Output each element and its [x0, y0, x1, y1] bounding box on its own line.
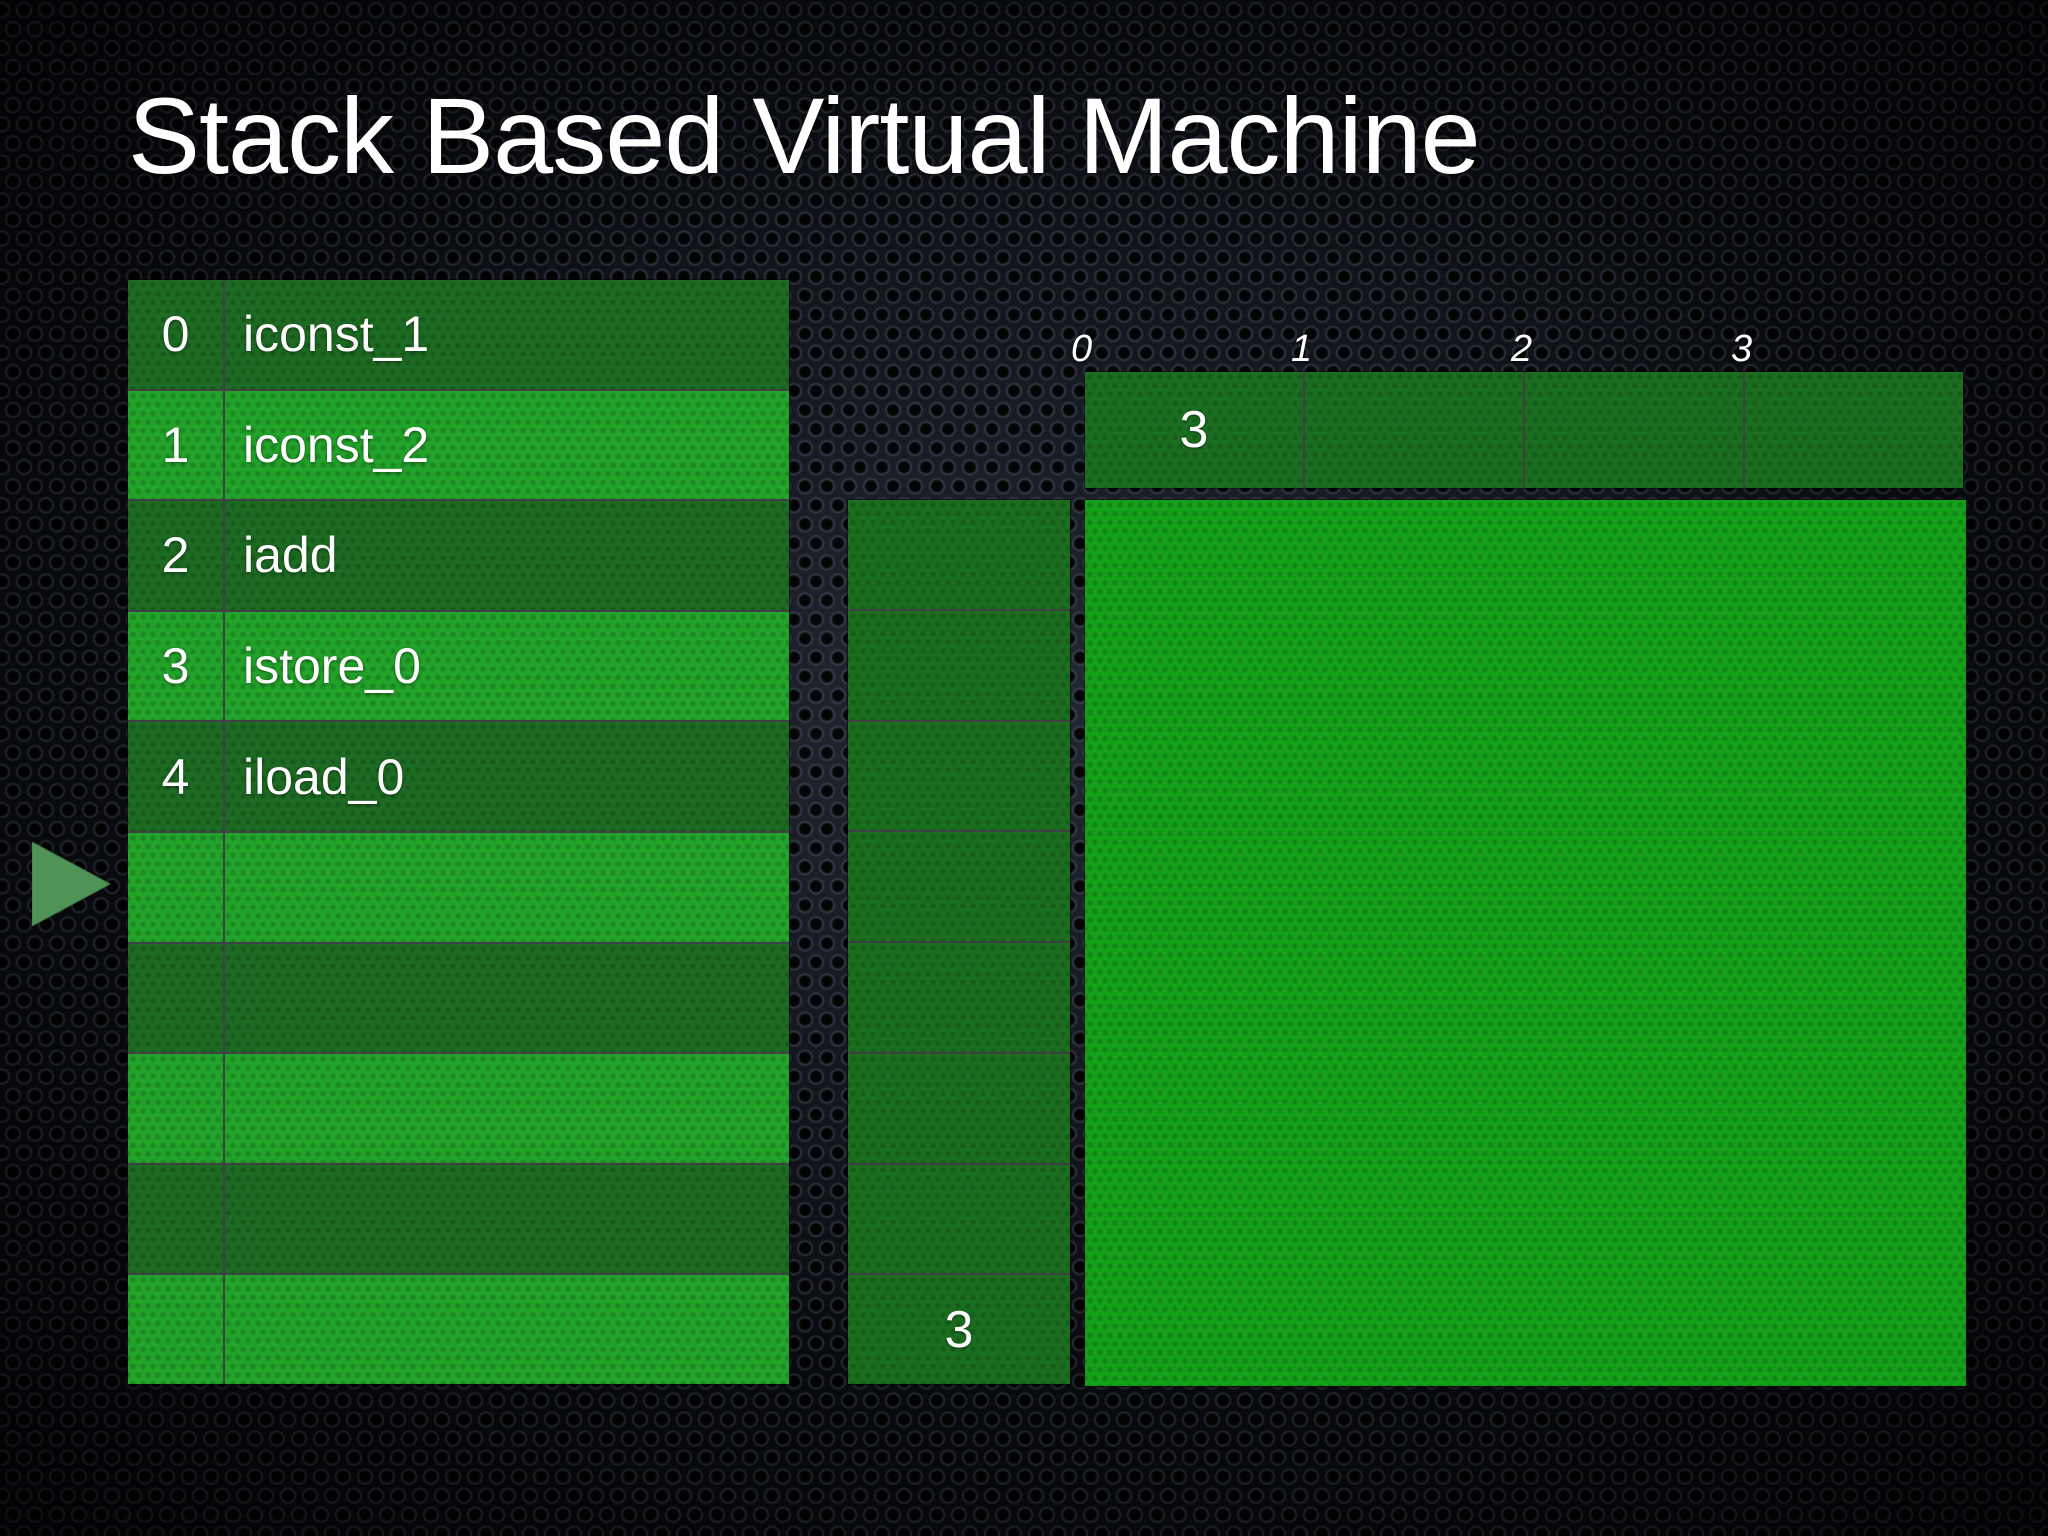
bytecode-row[interactable]: 3 istore_0 [128, 611, 789, 723]
program-counter-marker [32, 842, 110, 926]
bytecode-row[interactable]: 4 iload_0 [128, 722, 789, 833]
slot-texture [1525, 372, 1743, 488]
cell-texture [848, 832, 1070, 941]
bytecode-row-opcode: iconst_1 [243, 306, 430, 363]
cell-texture [848, 721, 1070, 831]
bytecode-row[interactable]: 0 iconst_1 [128, 280, 789, 391]
bytecode-row-opcode: istore_0 [243, 638, 421, 695]
bytecode-row-index: 3 [128, 611, 225, 721]
operand-stack-cell[interactable] [848, 832, 1070, 943]
bytecode-row-index: 0 [128, 280, 225, 389]
cell-texture [848, 610, 1070, 720]
slot-texture [1305, 372, 1523, 488]
operand-stack-value: 3 [944, 1300, 974, 1359]
operand-stack-cell[interactable]: 3 [848, 1275, 1070, 1384]
bytecode-row[interactable] [128, 1164, 789, 1276]
bytecode-row-opcode [225, 944, 789, 1053]
bytecode-row[interactable]: 2 iadd [128, 501, 789, 612]
bytecode-row-index [128, 1275, 225, 1384]
bytecode-row-opcode [225, 833, 789, 942]
local-variable-slot[interactable]: 2 [1511, 328, 1745, 488]
operand-stack-cell[interactable] [848, 721, 1070, 833]
bytecode-row-opcode [225, 1165, 789, 1274]
bytecode-row-index: 1 [128, 390, 225, 500]
bytecode-row-index: 4 [128, 722, 225, 831]
cell-texture [848, 1053, 1070, 1163]
bytecode-row-opcode: iload_0 [243, 748, 405, 805]
bytecode-row-index: 2 [128, 501, 225, 610]
bytecode-row-opcode [225, 1054, 789, 1163]
bytecode-row[interactable]: 1 iconst_2 [128, 390, 789, 502]
page-title: Stack Based Virtual Machine [128, 75, 1481, 196]
bytecode-row-index [128, 943, 225, 1053]
local-variable-index-label: 3 [1731, 328, 1753, 370]
local-variable-slot[interactable]: 3 [1731, 328, 1963, 488]
slot-background [1305, 372, 1523, 488]
operand-stack-cell[interactable] [848, 1053, 1070, 1165]
heap-panel [1085, 500, 1966, 1386]
operand-stack: 3 [848, 500, 1070, 1384]
cell-texture [848, 943, 1070, 1052]
operand-stack-cell[interactable] [848, 1164, 1070, 1276]
heap-panel-texture [1085, 500, 1966, 1386]
bytecode-table: 0 iconst_1 1 iconst_2 2 iadd 3 istore_0 4 iload_0 [128, 280, 789, 1384]
operand-stack-cell[interactable] [848, 610, 1070, 722]
local-variable-index-label: 2 [1511, 328, 1533, 370]
bytecode-row-opcode: iadd [243, 527, 338, 584]
cell-texture [848, 1164, 1070, 1274]
bytecode-row-index [128, 832, 225, 942]
bytecode-row-opcode [225, 1275, 789, 1384]
bytecode-row[interactable] [128, 832, 789, 944]
operand-stack-cell[interactable] [848, 500, 1070, 611]
play-triangle-icon [32, 842, 110, 926]
bytecode-row-index [128, 1164, 225, 1274]
slot-background [1745, 372, 1963, 488]
operand-stack-cell[interactable] [848, 943, 1070, 1054]
bytecode-row[interactable] [128, 1275, 789, 1384]
bytecode-row-index [128, 1054, 225, 1163]
bytecode-row-opcode: iconst_2 [243, 416, 430, 473]
bytecode-row[interactable] [128, 943, 789, 1055]
cell-texture [848, 500, 1070, 609]
local-variable-value: 3 [1179, 401, 1209, 459]
slot-background [1525, 372, 1743, 488]
local-variable-slot[interactable]: 1 [1291, 328, 1525, 488]
local-variable-index-label: 1 [1291, 328, 1313, 370]
bytecode-row[interactable] [128, 1054, 789, 1165]
local-variable-index-label: 0 [1071, 328, 1093, 370]
slot-texture [1745, 372, 1963, 488]
